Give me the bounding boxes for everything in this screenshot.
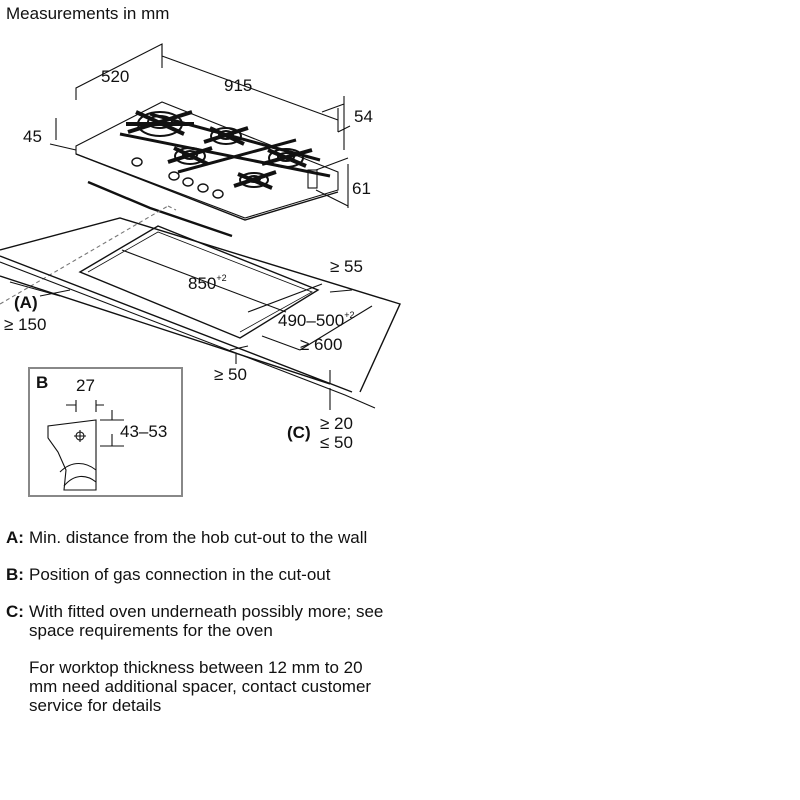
legend-text: Position of gas connection in the cut-ou… (29, 565, 331, 584)
legend: A: Min. distance from the hob cut-out to… (6, 528, 386, 715)
dashed-guide-wall (0, 205, 177, 305)
pan-supports (119, 112, 331, 178)
hob-underside (87, 180, 233, 238)
worktop-front-edge (0, 261, 376, 409)
burner-front-right (233, 170, 277, 190)
dim-line-915 (161, 44, 339, 132)
svg-text:850+2: 850+2 (188, 273, 227, 293)
dim-line-61 (315, 157, 349, 208)
spacer-note: For worktop thickness between 12 mm to 2… (29, 658, 372, 715)
page-title: Measurements in mm (6, 4, 170, 23)
legend-key: C: (6, 602, 24, 621)
dim-line-55 (329, 289, 353, 293)
dim-line-50 (229, 345, 249, 364)
dim-label-front-clearance: ≥ 50 (214, 365, 247, 384)
legend-entry-a: A: Min. distance from the hob cut-out to… (6, 528, 386, 547)
dim-label-height-right: 54 (354, 107, 373, 126)
dim-label-cutout-depth-tol: +2 (344, 310, 354, 320)
dim-label-cutout-depth: 490–500 (278, 311, 344, 330)
marker-b: B (36, 373, 48, 392)
installation-diagram: 520 915 45 54 61 850+2 490–500+2 ≥ 55 ≥ … (0, 43, 401, 497)
dim-label-worktop-depth: ≥ 600 (300, 335, 342, 354)
legend-text: With fitted oven underneath possibly mor… (29, 602, 384, 640)
dim-label-thickness-min: ≥ 20 (320, 414, 353, 433)
gas-connector (307, 169, 318, 189)
legend-entry-c: C: With fitted oven underneath possibly … (6, 602, 386, 640)
dim-line-150 (9, 281, 71, 297)
detail-b-panel: B 27 43–53 (28, 367, 183, 497)
control-knobs (131, 157, 224, 199)
svg-text:490–500+2: 490–500+2 (278, 310, 354, 330)
dim-label-height-left: 45 (23, 127, 42, 146)
marker-a: (A) (14, 293, 38, 312)
detail-b-dim-lines (66, 400, 124, 447)
detail-b-offset: 27 (76, 376, 95, 395)
detail-b-worktop-section (47, 419, 97, 491)
legend-entry-b: B: Position of gas connection in the cut… (6, 565, 386, 584)
dim-label-thickness-max: ≤ 50 (320, 433, 353, 452)
dim-label-depth: 520 (101, 67, 129, 86)
dim-label-connector-height: 61 (352, 179, 371, 198)
dim-line-600 (261, 305, 373, 351)
dim-line-45 (49, 118, 77, 151)
legend-key: B: (6, 565, 24, 584)
dim-line-54 (321, 96, 351, 150)
hob-top-outline (75, 101, 339, 219)
hob-front-edge (75, 153, 339, 221)
legend-key: A: (6, 528, 24, 547)
detail-b-height-range: 43–53 (120, 422, 167, 441)
legend-text: Min. distance from the hob cut-out to th… (29, 528, 368, 547)
dim-label-width: 915 (224, 76, 252, 95)
dim-label-wall-distance: ≥ 150 (4, 315, 46, 334)
hob-cutout (78, 225, 320, 339)
dim-label-rear-clearance: ≥ 55 (330, 257, 363, 276)
dim-label-cutout-width-tol: +2 (216, 273, 226, 283)
dim-label-cutout-width: 850 (188, 274, 216, 293)
dim-line-850 (121, 249, 287, 313)
dim-line-490-500 (247, 283, 323, 313)
marker-c: (C) (287, 423, 311, 442)
worktop-surface (0, 217, 401, 393)
